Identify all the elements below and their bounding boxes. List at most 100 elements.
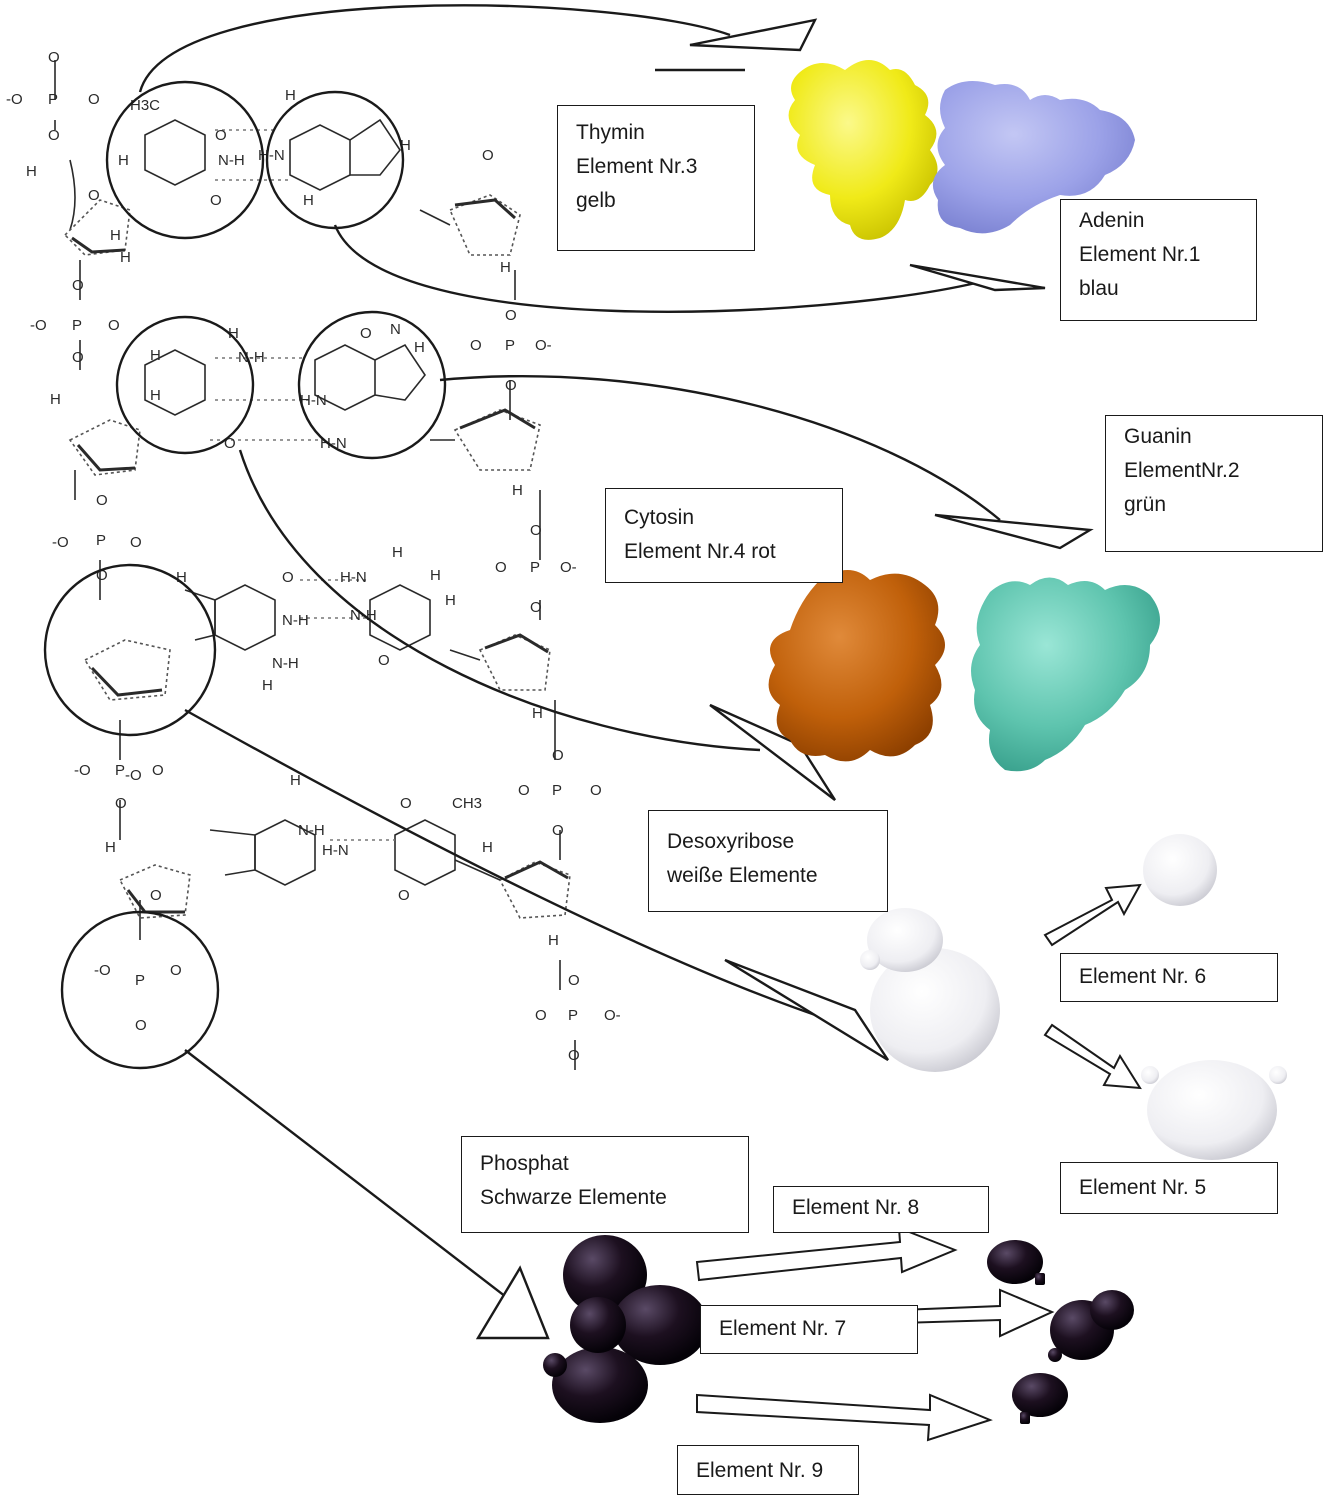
arrow-head-cytosin xyxy=(709,703,837,801)
label-element-7: Element Nr. 7 xyxy=(700,1305,918,1354)
atom-anion-O: -O xyxy=(125,767,142,784)
circle-guanin xyxy=(297,310,447,460)
arrow-to-element-5 xyxy=(1043,1023,1142,1090)
arrow-to-element-6 xyxy=(1043,883,1142,947)
atom-H: H xyxy=(290,772,301,789)
label-thymin-element: Element Nr.3 xyxy=(576,155,698,178)
element-5-piece xyxy=(1141,1060,1287,1160)
atom-methyl-right: CH3 xyxy=(452,795,482,812)
atom-H: H xyxy=(105,839,116,856)
connector-arrows xyxy=(138,4,1094,1340)
atom-H: H xyxy=(512,482,523,499)
label-cytosin-name: Cytosin xyxy=(624,506,695,529)
atom-O-anion: O- xyxy=(535,337,552,354)
atom-O: O xyxy=(96,567,108,584)
label-cytosin-element: Element Nr.4 rot xyxy=(624,540,776,563)
guanin-piece xyxy=(971,577,1160,772)
atom-O: O xyxy=(530,522,542,539)
atom-H: H xyxy=(50,391,61,408)
block-arrows xyxy=(695,883,1142,1442)
arrow-head-thymin xyxy=(689,18,818,52)
circle-desoxyribose xyxy=(43,563,217,737)
atom-H: H xyxy=(120,249,131,266)
atom-O: O xyxy=(130,534,142,551)
model-pieces xyxy=(543,60,1287,1424)
atom-O: O xyxy=(150,887,162,904)
atom-O: O xyxy=(518,782,530,799)
atom-N: N xyxy=(390,321,401,338)
atom-O: O xyxy=(505,377,517,394)
atom-H: H xyxy=(118,152,129,169)
label-element-5: Element Nr. 5 xyxy=(1060,1162,1278,1214)
circle-phosphat xyxy=(60,910,220,1070)
atom-O: O xyxy=(590,782,602,799)
atom-O: O xyxy=(96,492,108,509)
label-desoxyribose-element: weiße Elemente xyxy=(667,864,818,887)
atom-P: P xyxy=(115,762,125,779)
atom-O: O xyxy=(48,127,60,144)
atom-O: O xyxy=(568,1047,580,1064)
atom-H: H xyxy=(176,569,187,586)
atom-anion-O: -O xyxy=(94,962,111,979)
arrow-to-element-7 xyxy=(899,1288,1055,1338)
atom-N-H: N-H xyxy=(282,612,309,629)
label-desoxyribose: Desoxyribose weiße Elemente xyxy=(648,810,888,912)
atom-P: P xyxy=(96,532,106,549)
label-element-5-text: Element Nr. 5 xyxy=(1079,1176,1207,1199)
element-7-piece xyxy=(1048,1290,1134,1362)
atom-H: H xyxy=(303,192,314,209)
element-9-piece xyxy=(1012,1373,1068,1424)
atom-H-N: H-N xyxy=(340,569,367,586)
cytosin-piece xyxy=(768,570,945,762)
atom-H: H xyxy=(548,932,559,949)
atom-O: O xyxy=(72,277,84,294)
atom-O: O xyxy=(470,337,482,354)
label-phosphat-element: Schwarze Elemente xyxy=(480,1186,667,1209)
phosphat-piece xyxy=(543,1235,708,1423)
atom-O: O xyxy=(115,795,127,812)
circle-adenin xyxy=(265,90,405,230)
label-guanin: Guanin ElementNr.2 grün xyxy=(1105,415,1323,552)
atom-H: H xyxy=(430,567,441,584)
atom-H-N: H-N xyxy=(322,842,349,859)
atom-O: O xyxy=(224,435,236,452)
atom-anion-O: -O xyxy=(30,317,47,334)
circle-cytosin xyxy=(115,315,255,455)
atom-H: H xyxy=(150,387,161,404)
atom-N-H: N-H xyxy=(298,822,325,839)
label-adenin-color: blau xyxy=(1079,277,1119,300)
atom-anion-O: -O xyxy=(74,762,91,779)
label-adenin-name: Adenin xyxy=(1079,209,1145,232)
label-element-9: Element Nr. 9 xyxy=(677,1445,859,1495)
atom-N-H: N-H xyxy=(238,349,265,366)
atom-O: O xyxy=(552,822,564,839)
label-element-6-text: Element Nr. 6 xyxy=(1079,965,1207,988)
label-thymin: Thymin Element Nr.3 gelb xyxy=(557,105,755,251)
atom-H: H xyxy=(150,347,161,364)
atom-H: H xyxy=(392,544,403,561)
atom-H-N: H-N xyxy=(320,435,347,452)
atom-O: O xyxy=(152,762,164,779)
atom-O: O xyxy=(530,599,542,616)
label-element-8: Element Nr. 8 xyxy=(773,1186,989,1233)
arrow-head-phosphat xyxy=(475,1265,550,1340)
atom-O: O xyxy=(210,192,222,209)
label-thymin-name: Thymin xyxy=(576,121,645,144)
atom-H: H xyxy=(445,592,456,609)
atom-O: O xyxy=(170,962,182,979)
label-phosphat: Phosphat Schwarze Elemente xyxy=(461,1136,749,1233)
atom-P: P xyxy=(552,782,562,799)
label-element-7-text: Element Nr. 7 xyxy=(719,1317,847,1340)
label-element-8-text: Element Nr. 8 xyxy=(792,1196,920,1219)
atom-anion-O: -O xyxy=(52,534,69,551)
atom-O-anion: O- xyxy=(604,1007,621,1024)
thymin-piece xyxy=(788,60,938,240)
atom-O: O xyxy=(282,569,294,586)
arrow-head-guanin xyxy=(934,513,1094,550)
atom-N-H: N-H xyxy=(272,655,299,672)
atom-H: H xyxy=(228,325,239,342)
atom-O: O xyxy=(505,307,517,324)
atom-H-N: H-N xyxy=(300,392,327,409)
atom-O-anion: O- xyxy=(560,559,577,576)
label-element-6: Element Nr. 6 xyxy=(1060,953,1278,1002)
